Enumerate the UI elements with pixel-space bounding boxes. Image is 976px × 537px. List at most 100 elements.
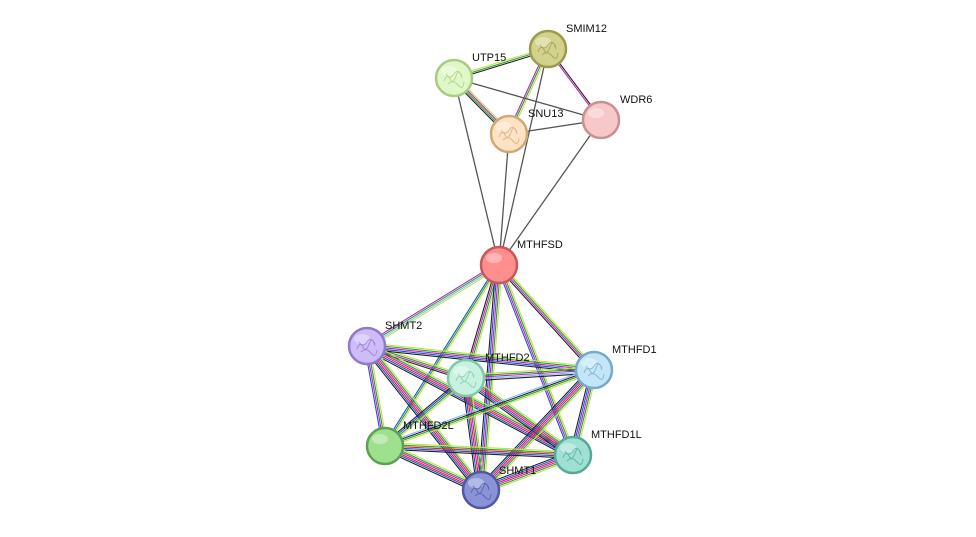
node-MTHFSD[interactable]: MTHFSD [479, 239, 563, 285]
node-MTHFD1L[interactable]: MTHFD1L [553, 429, 642, 475]
edge-SHMT2-MTHFD1[interactable] [366, 342, 595, 374]
edge-MTHFSD-MTHFD1[interactable] [496, 263, 597, 372]
edge-SNU13-MTHFSD[interactable] [498, 133, 510, 266]
node-circle[interactable] [528, 29, 568, 69]
node-label: MTHFD2L [403, 420, 454, 432]
node-label: MTHFD1 [612, 344, 657, 356]
edge-line-lightblue [466, 371, 595, 381]
edge-line-lightblue [383, 367, 594, 445]
edge-line-green [385, 370, 595, 448]
edge-MTHFD2L-MTHFD1L[interactable] [384, 442, 574, 459]
edge-line-yellowgreen [385, 265, 501, 448]
nodes-layer: SMIM12UTP15WDR6SNU13MTHFSDSHMT2MTHFD2MTH… [347, 23, 657, 510]
node-UTP15[interactable]: UTP15 [434, 52, 506, 98]
structure-icon [455, 370, 477, 388]
node-highlight [587, 107, 605, 119]
edge-UTP15-MTHFSD[interactable] [453, 77, 500, 266]
edge-line-black [496, 266, 593, 372]
node-circle[interactable] [434, 58, 474, 98]
structure-icon [443, 70, 465, 88]
edge-MTHFD1-SHMT1[interactable] [477, 366, 598, 494]
node-label: WDR6 [620, 94, 652, 106]
edge-line-red [480, 369, 594, 490]
edge-line-yellowgreen [465, 366, 594, 376]
edge-line-magenta [365, 262, 499, 345]
structure-icon [356, 338, 378, 356]
node-label: MTHFD2 [485, 352, 530, 364]
node-WDR6[interactable]: WDR6 [581, 94, 652, 140]
edge-line-grey [498, 133, 510, 266]
node-MTHFD2[interactable]: MTHFD2 [446, 352, 530, 398]
edge-SHMT2-SHMT1[interactable] [363, 343, 485, 493]
structure-icon [470, 482, 492, 500]
edge-line-black [461, 378, 478, 491]
edge-UTP15-WDR6[interactable] [453, 77, 602, 121]
node-label: SMIM12 [566, 23, 607, 35]
structure-icon [583, 362, 605, 380]
structure-icon [498, 126, 520, 144]
node-SHMT1[interactable]: SHMT1 [461, 465, 536, 510]
node-highlight [452, 365, 470, 377]
edge-MTHFD2-MTHFD1[interactable] [465, 366, 595, 382]
edge-WDR6-MTHFSD[interactable] [498, 119, 602, 266]
edge-line-grey [453, 77, 602, 121]
node-circle[interactable] [574, 350, 614, 390]
edge-line-blue [464, 379, 572, 458]
node-MTHFD2L[interactable]: MTHFD2L [365, 420, 454, 466]
node-circle[interactable] [446, 358, 486, 398]
node-highlight [353, 333, 371, 345]
node-highlight [559, 442, 577, 454]
node-SHMT2[interactable]: SHMT2 [347, 320, 422, 366]
node-MTHFD1[interactable]: MTHFD1 [574, 344, 657, 390]
edge-line-black [463, 380, 571, 459]
edge-line-grey [453, 77, 500, 266]
edge-line-yellowgreen [500, 263, 597, 369]
node-label: UTP15 [472, 52, 506, 64]
edge-MTHFD1-MTHFD2L[interactable] [383, 367, 596, 449]
node-highlight [440, 65, 458, 77]
structure-icon [562, 447, 584, 465]
edge-line-green [467, 375, 575, 454]
edge-line-yellowgreen [385, 371, 596, 449]
node-label: SHMT2 [385, 320, 422, 332]
edge-line-magenta [481, 370, 595, 491]
edge-line-yellowgreen [367, 266, 501, 349]
structure-icon [537, 41, 559, 59]
node-highlight [371, 433, 389, 445]
edge-SMIM12-MTHFSD[interactable] [498, 48, 549, 266]
node-highlight [580, 357, 598, 369]
edge-line-grey [498, 48, 549, 266]
node-circle[interactable] [479, 245, 519, 285]
edge-line-blue [366, 347, 594, 373]
node-circle[interactable] [553, 435, 593, 475]
edge-line-black [477, 366, 592, 488]
node-circle[interactable] [365, 426, 405, 466]
node-SMIM12[interactable]: SMIM12 [528, 23, 607, 69]
node-label: MTHFD1L [591, 429, 642, 441]
edge-line-green [368, 344, 484, 489]
edge-line-yellowgreen [500, 263, 576, 455]
node-highlight [467, 477, 485, 489]
node-label: SNU13 [528, 108, 563, 120]
node-circle[interactable] [461, 470, 501, 510]
edge-line-red [465, 378, 573, 457]
edge-line-magenta [366, 345, 595, 371]
edge-line-yellowgreen [367, 342, 595, 368]
edge-MTHFD2-MTHFD1L[interactable] [463, 374, 576, 459]
edge-line-lightblue [367, 265, 500, 348]
edge-line-blue [384, 447, 573, 458]
edge-line-black [466, 372, 595, 382]
edge-line-black [363, 348, 479, 493]
edge-MTHFSD-SHMT2[interactable] [365, 262, 501, 349]
node-label: MTHFSD [517, 239, 563, 251]
node-circle[interactable] [489, 114, 529, 154]
edge-line-black [384, 448, 573, 459]
edge-line-grey [498, 119, 602, 266]
node-highlight [485, 252, 503, 264]
edge-line-yellowgreen [468, 374, 576, 453]
node-SNU13[interactable]: SNU13 [489, 108, 563, 154]
edge-line-green [482, 371, 597, 493]
node-circle[interactable] [347, 326, 387, 366]
node-circle[interactable] [581, 100, 621, 140]
